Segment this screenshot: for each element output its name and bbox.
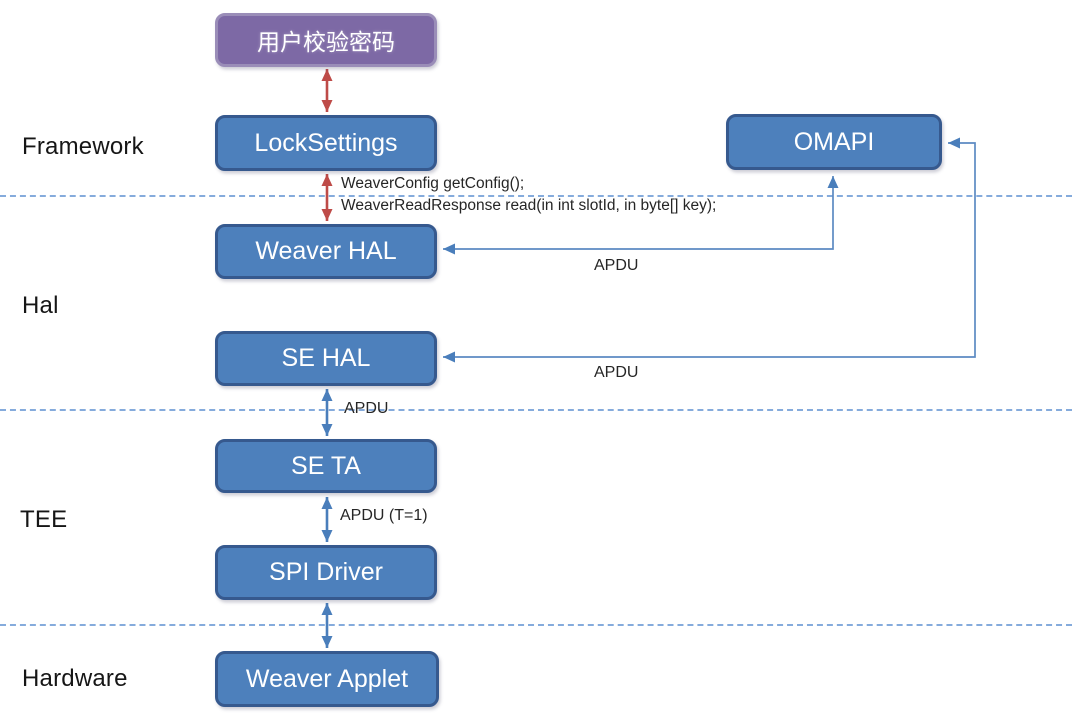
node-se-ta: SE TA <box>215 439 437 493</box>
edge-label-getconfig: WeaverConfig getConfig(); <box>341 175 525 192</box>
edge-label-apdu-t1: APDU (T=1) <box>340 507 428 524</box>
arrow-sehal-omapi <box>443 137 976 363</box>
layer-divider-tee-hardware <box>0 624 1072 626</box>
edge-label-apdu-sehal-omapi: APDU <box>594 364 639 381</box>
layer-label-framework: Framework <box>22 133 144 160</box>
node-spi-driver: SPI Driver <box>215 545 437 600</box>
edge-label-apdu-sehal-seta: APDU <box>344 400 389 417</box>
edge-label-read: WeaverReadResponse read(in int slotId, i… <box>341 197 717 214</box>
edge-label-apdu-weaverhal-omapi: APDU <box>594 257 639 274</box>
layer-label-tee: TEE <box>20 506 68 533</box>
node-weaver-applet: Weaver Applet <box>215 651 439 707</box>
node-weaver-hal: Weaver HAL <box>215 224 437 279</box>
layer-label-hal: Hal <box>22 292 59 319</box>
node-lock-settings: LockSettings <box>215 115 437 171</box>
layer-label-hardware: Hardware <box>22 665 128 692</box>
node-se-hal: SE HAL <box>215 331 437 386</box>
layer-divider-hal-tee <box>0 409 1072 411</box>
node-omapi: OMAPI <box>726 114 942 170</box>
node-user-verify-password: 用户校验密码 <box>215 13 437 67</box>
